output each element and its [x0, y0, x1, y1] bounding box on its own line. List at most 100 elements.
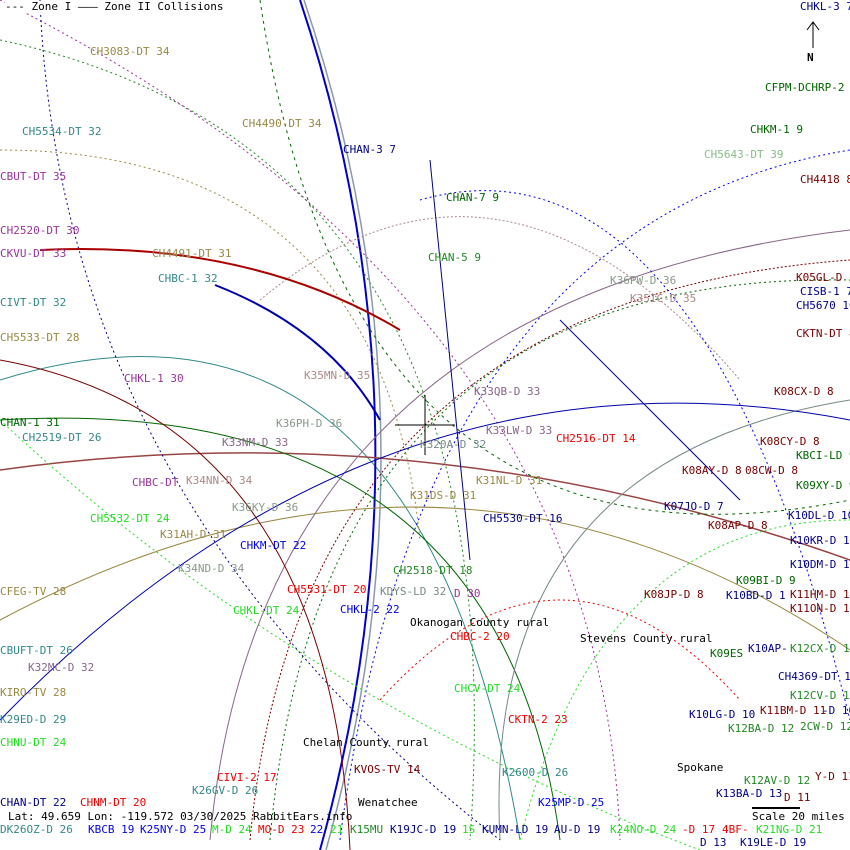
station-label[interactable]: CBUFT-DT 26 — [0, 644, 73, 657]
station-label[interactable]: CH4418 8 — [800, 173, 850, 186]
station-label[interactable]: CHKL-DT 24 — [233, 604, 300, 617]
station-label[interactable]: CHAN-5 9 — [428, 251, 481, 264]
station-label[interactable]: K36KY-D 36 — [232, 501, 299, 514]
station-label[interactable]: CIVI-2 17 — [217, 771, 277, 784]
station-label[interactable]: CHCV-DT 24 — [454, 682, 521, 695]
station-label[interactable]: K07JO-D 7 — [664, 500, 724, 513]
station-label[interactable]: CH5531-DT 20 — [287, 583, 367, 596]
station-label[interactable]: CH3083-DT 34 — [90, 45, 170, 58]
station-label[interactable]: CKTN-2 23 — [508, 713, 568, 726]
station-label[interactable]: K25NY-D 25 — [140, 823, 207, 836]
station-label[interactable]: CH5670 10 — [796, 299, 850, 312]
station-label[interactable]: K13BA-D 13 — [716, 787, 783, 800]
station-label[interactable]: K08CY-D 8 — [760, 435, 820, 448]
station-label[interactable]: K29ED-D 29 — [0, 713, 67, 726]
station-label[interactable]: 21 — [330, 823, 344, 836]
station-label[interactable]: AU-D 19 — [554, 823, 601, 836]
station-label[interactable]: K15MU — [350, 823, 384, 836]
station-label[interactable]: K25MP-D 25 — [538, 796, 605, 809]
station-label[interactable]: CH4369-DT 16 — [778, 670, 850, 683]
station-label[interactable]: CHKL-2 22 — [340, 603, 400, 616]
station-label[interactable]: CHKM-1 9 — [750, 123, 803, 136]
station-label[interactable]: CH5530-DT 16 — [483, 512, 563, 525]
station-label[interactable]: K05GL-D 5 — [796, 271, 850, 284]
station-label[interactable]: CFEG-TV 28 — [0, 585, 67, 598]
station-label[interactable]: -D 17 — [682, 823, 716, 836]
station-label[interactable]: KBCI-LD 9 — [796, 449, 850, 462]
station-label[interactable]: D 30 — [454, 587, 481, 600]
station-label[interactable]: K08CX-D 8 — [774, 385, 834, 398]
station-label[interactable]: KIRO-TV 28 — [0, 686, 67, 699]
station-label[interactable]: CH4490-DT 34 — [242, 117, 322, 130]
station-label[interactable]: CHAN-3 7 — [343, 143, 396, 156]
station-label[interactable]: K33LW-D 33 — [486, 424, 553, 437]
station-label[interactable]: M-D 24 — [212, 823, 252, 836]
station-label[interactable]: CH2518-DT 18 — [393, 564, 473, 577]
station-label[interactable]: K10DM-D 10 — [790, 558, 850, 571]
station-label[interactable]: CH5534-DT 32 — [22, 125, 102, 138]
station-label[interactable]: K09ES — [710, 647, 744, 660]
station-label[interactable]: MO-D 23 — [258, 823, 305, 836]
station-label[interactable]: CHNU-DT 24 — [0, 736, 67, 749]
station-label[interactable]: KDYS-LD 32 — [380, 585, 447, 598]
station-label[interactable]: K36PW-D 36 — [610, 274, 677, 287]
station-label[interactable]: CH4491-DT 31 — [152, 247, 232, 260]
station-label[interactable]: K36PH-D 36 — [276, 417, 343, 430]
station-label[interactable]: K09BI-D 9 — [736, 574, 796, 587]
station-label[interactable]: CHNM-DT 20 — [80, 796, 147, 809]
station-label[interactable]: K35MN-D 35 — [304, 369, 371, 382]
station-label[interactable]: K35IC-D 35 — [630, 292, 697, 305]
station-label[interactable]: Y-D 11 — [815, 770, 850, 783]
station-label[interactable]: CHKL-1 30 — [124, 372, 184, 385]
station-label[interactable]: K31NL-D 31 — [476, 474, 543, 487]
station-label[interactable]: 2CW-D 12 — [800, 720, 850, 733]
station-label[interactable]: CHAN-7 9 — [446, 191, 499, 204]
station-label[interactable]: CFPM-DCHRP-2 9 — [765, 81, 850, 94]
station-label[interactable]: 1S — [462, 823, 476, 836]
station-label[interactable]: CHKM-DT 22 — [240, 539, 307, 552]
station-label[interactable]: K08JP-D 8 — [644, 588, 704, 601]
station-label[interactable]: K24NO-D 24 — [610, 823, 677, 836]
station-label[interactable]: KBCB 19 — [88, 823, 135, 836]
station-label[interactable]: K10DL-D 10 — [788, 509, 850, 522]
station-label[interactable]: K08AY-D 8 — [682, 464, 742, 477]
station-label[interactable]: K10BD-D 1 — [726, 589, 786, 602]
station-label[interactable]: CBUT-DT 35 — [0, 170, 67, 183]
station-label[interactable]: K26GV-D 26 — [192, 784, 259, 797]
station-label[interactable]: K12CV-D 12 — [790, 689, 850, 702]
station-label[interactable]: CH2519-DT 26 — [22, 431, 102, 444]
station-label[interactable]: CH5532-DT 24 — [90, 512, 170, 525]
station-label[interactable]: KVOS-TV 14 — [354, 763, 421, 776]
station-label[interactable]: K11ON-D 11 — [790, 602, 850, 615]
station-label[interactable]: K09XY-D 9 — [796, 479, 850, 492]
station-label[interactable]: K34ND-D 34 — [178, 562, 245, 575]
station-label[interactable]: K31AH-D 31 — [160, 528, 227, 541]
station-label[interactable]: CIVT-DT 32 — [0, 296, 67, 309]
station-label[interactable]: 08CW-D 8 — [745, 464, 798, 477]
station-label[interactable]: K12AV-D 12 — [744, 774, 811, 787]
station-label[interactable]: CHBC-1 32 — [158, 272, 218, 285]
station-label[interactable]: CHBC-2 20 — [450, 630, 510, 643]
station-label[interactable]: CH5533-DT 28 — [0, 331, 80, 344]
station-label[interactable]: K10AP- — [748, 642, 788, 655]
station-label[interactable]: 22 — [310, 823, 324, 836]
station-label[interactable]: K33NM-D 33 — [222, 436, 289, 449]
station-label[interactable]: CKVU-DT 33 — [0, 247, 67, 260]
station-label[interactable]: K10LG-D 10 — [689, 708, 756, 721]
station-label[interactable]: K320A-D 32 — [420, 438, 487, 451]
station-label[interactable]: KUMN-LD 19 — [482, 823, 549, 836]
station-label[interactable]: D 11 — [784, 791, 811, 804]
station-label[interactable]: K33QB-D 33 — [474, 385, 541, 398]
station-label[interactable]: K08AP-D 8 — [708, 519, 768, 532]
station-label[interactable]: CHBC-DT — [132, 476, 179, 489]
station-label[interactable]: DK26OZ-D 26 — [0, 823, 73, 836]
station-label[interactable]: CH2520-DT 30 — [0, 224, 80, 237]
station-label[interactable]: CHKL-3 7 — [800, 0, 850, 13]
station-label[interactable]: K12BA-D 12 — [728, 722, 795, 735]
station-label[interactable]: K31DS-D 31 — [410, 489, 477, 502]
station-label[interactable]: K2600-D 26 — [502, 766, 569, 779]
station-label[interactable]: CKTN-DT 8 — [796, 327, 850, 340]
station-label[interactable]: CHAN-DT 22 — [0, 796, 67, 809]
station-label[interactable]: -D 10 — [822, 704, 850, 717]
station-label[interactable]: CHAN-1 31 — [0, 416, 60, 429]
